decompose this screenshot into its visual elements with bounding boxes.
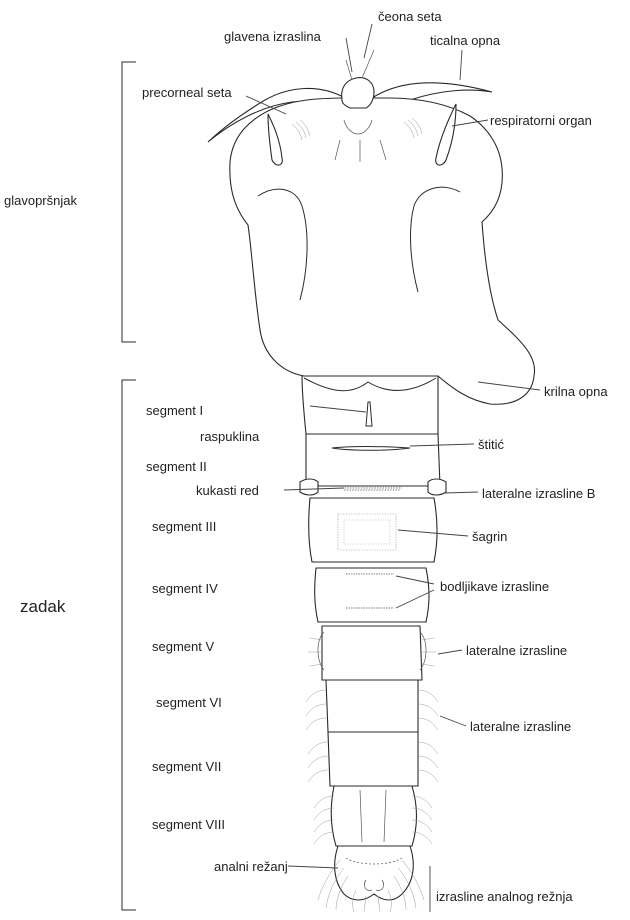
label-krilna-opna: krilna opna <box>544 385 608 398</box>
leader-ceona-seta <box>364 24 372 58</box>
segment-6 <box>326 680 418 732</box>
label-segment-7: segment VII <box>152 760 221 773</box>
label-izrasline-analnog-reznja: izrasline analnog režnja <box>436 890 573 903</box>
label-segment-3: segment III <box>152 520 216 533</box>
label-segment-5: segment V <box>152 640 214 653</box>
label-segment-6: segment VI <box>156 696 222 709</box>
label-bodljikave-izrasline: bodljikave izrasline <box>440 580 549 593</box>
label-segment-1: segment I <box>146 404 203 417</box>
zadak-bracket <box>122 380 136 910</box>
label-respiratorni-organ: respiratorni organ <box>490 114 592 127</box>
label-lateralne-izrasline-2: lateralne izrasline <box>470 720 571 733</box>
leader-analni-rezanj <box>288 866 338 868</box>
leader-lateralne-1 <box>438 650 462 654</box>
segment-3 <box>309 498 437 562</box>
leader-lateralne-2 <box>440 716 466 726</box>
ceona-seta-right <box>362 50 374 78</box>
label-kukasti-red: kukasti red <box>196 484 259 497</box>
label-segment-2: segment II <box>146 460 207 473</box>
lateral-knob-right <box>428 479 446 495</box>
segment-8 <box>331 786 416 846</box>
leader-glavena-izraslina <box>346 38 352 72</box>
analni-rezanj-outline <box>335 846 414 900</box>
label-segment-4: segment IV <box>152 582 218 595</box>
label-lateralne-izrasline-1: lateralne izrasline <box>466 644 567 657</box>
label-zadak: zadak <box>20 598 65 615</box>
cephalic-tubercle <box>342 78 374 108</box>
ceona-seta-left <box>346 60 352 80</box>
leader-ticalna-opna <box>460 50 462 80</box>
label-segment-8: segment VIII <box>152 818 225 831</box>
segment-4 <box>315 568 429 622</box>
segment-7 <box>328 732 418 786</box>
segment-5 <box>322 626 422 680</box>
segment-2 <box>306 434 440 486</box>
label-precorneal-seta: precorneal seta <box>142 86 232 99</box>
label-ticalna-opna: ticalna opna <box>430 34 500 47</box>
label-lateralne-izrasline-b: lateralne izrasline B <box>482 487 595 500</box>
label-glavoprsnjak: glavopršnjak <box>4 194 77 207</box>
leader-lateralne-b <box>444 492 478 493</box>
kukasti-red-mark <box>342 488 402 490</box>
label-stitic: štitić <box>478 438 504 451</box>
label-sagrin: šagrin <box>472 530 507 543</box>
lateral-knob-left <box>300 479 318 495</box>
label-ceona-seta: čeona seta <box>378 10 442 23</box>
label-analni-rezanj: analni režanj <box>214 860 288 873</box>
label-glavena-izraslina: glavena izraslina <box>224 30 321 43</box>
label-raspuklina: raspuklina <box>200 430 259 443</box>
glavoprsnjak-bracket <box>122 62 136 342</box>
